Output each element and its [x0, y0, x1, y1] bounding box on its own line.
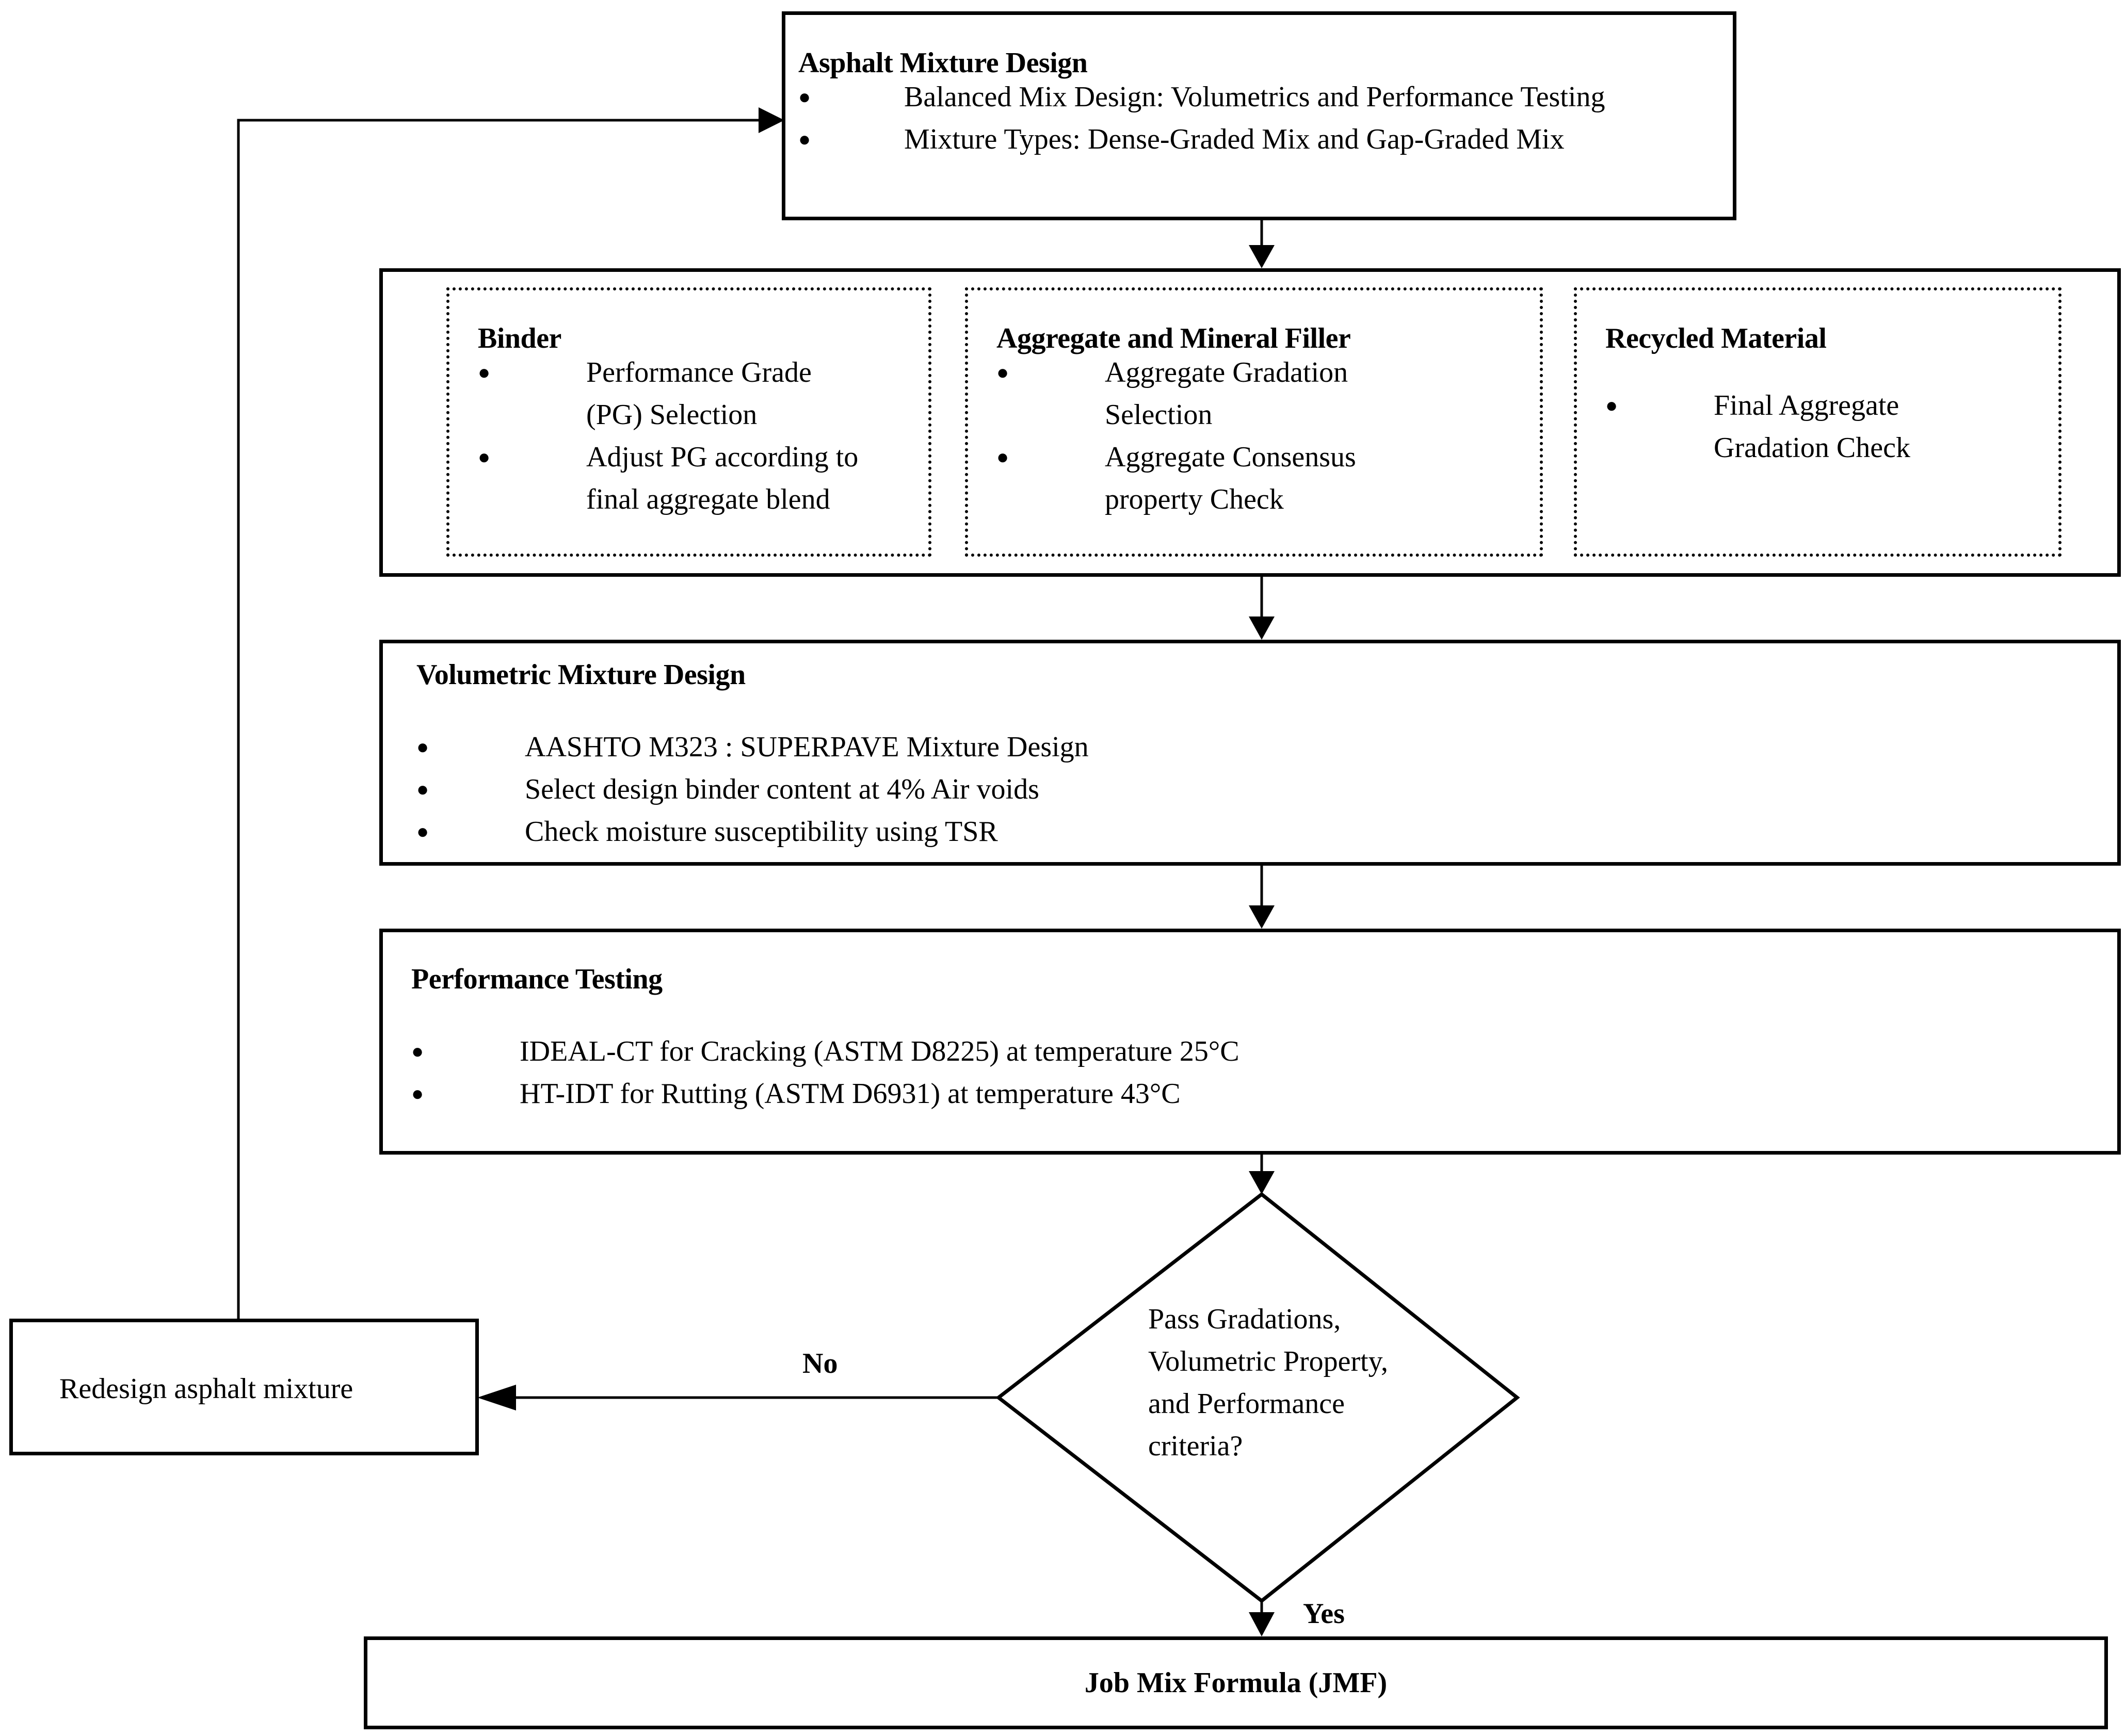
bullet-icon: ●: [996, 361, 1009, 384]
no-label: No: [802, 1348, 838, 1380]
recycled-item-1-line-1: Final Aggregate: [1714, 390, 1899, 421]
mix-design-box: Asphalt Mixture Design ● Balanced Mix De…: [782, 11, 1736, 220]
volumetric-item-2-text: Select design binder content at 4% Air v…: [525, 773, 1039, 805]
bullet-icon: ●: [798, 127, 811, 151]
volumetric-title: Volumetric Mixture Design: [416, 659, 746, 691]
decision-line-3: and Performance: [1148, 1388, 1345, 1420]
aggregate-item-1-line-2: Selection: [1105, 399, 1213, 431]
volumetric-item-3: ● Check moisture susceptibility using TS…: [416, 810, 2093, 853]
performance-box: Performance Testing ● IDEAL-CT for Crack…: [379, 929, 2121, 1155]
performance-item-1-text: IDEAL-CT for Cracking (ASTM D8225) at te…: [520, 1035, 1239, 1067]
volumetric-item-1: ● AASHTO M323 : SUPERPAVE Mixture Design: [416, 726, 2093, 768]
performance-item-2: ● HT-IDT for Rutting (ASTM D6931) at tem…: [411, 1073, 2088, 1115]
decision-line-1: Pass Gradations,: [1148, 1303, 1341, 1335]
performance-title: Performance Testing: [411, 963, 663, 995]
recycled-item-1: ● Final Aggregate Gradation Check: [1605, 384, 2054, 469]
binder-item-2: ● Adjust PG according to final aggregate…: [478, 436, 927, 521]
volumetric-box: Volumetric Mixture Design ● AASHTO M323 …: [379, 640, 2121, 866]
bullet-icon: ●: [996, 445, 1009, 468]
bullet-icon: ●: [416, 735, 429, 758]
decision-line-2: Volumetric Property,: [1148, 1345, 1389, 1377]
mix-design-title: Asphalt Mixture Design: [798, 47, 1088, 79]
aggregate-item-1: ● Aggregate Gradation Selection: [996, 351, 1538, 436]
jmf-label: Job Mix Formula (JMF): [1084, 1667, 1388, 1699]
redesign-label: Redesign asphalt mixture: [59, 1373, 353, 1405]
aggregate-title: Aggregate and Mineral Filler: [996, 322, 1351, 354]
aggregate-box: Aggregate and Mineral Filler ● Aggregate…: [965, 287, 1543, 557]
bullet-icon: ●: [411, 1040, 424, 1063]
decision-text: Pass Gradations, Volumetric Property, an…: [1148, 1298, 1416, 1467]
aggregate-item-2: ● Aggregate Consensus property Check: [996, 436, 1538, 521]
arrow-redesign-loop: [237, 119, 759, 1319]
binder-item-1: ● Performance Grade (PG) Selection: [478, 351, 927, 436]
performance-item-2-text: HT-IDT for Rutting (ASTM D6931) at tempe…: [520, 1078, 1181, 1110]
binder-title: Binder: [478, 322, 561, 354]
bullet-icon: ●: [478, 445, 491, 468]
aggregate-item-1-line-1: Aggregate Gradation: [1105, 356, 1348, 388]
volumetric-item-1-text: AASHTO M323 : SUPERPAVE Mixture Design: [525, 731, 1089, 763]
mix-design-item-1-text: Balanced Mix Design: Volumetrics and Per…: [904, 81, 1605, 113]
mix-design-item-2: ● Mixture Types: Dense-Graded Mix and Ga…: [798, 118, 1727, 160]
mix-design-item-1: ● Balanced Mix Design: Volumetrics and P…: [798, 76, 1727, 118]
performance-item-1: ● IDEAL-CT for Cracking (ASTM D8225) at …: [411, 1030, 2088, 1073]
decision-line-4: criteria?: [1148, 1430, 1243, 1462]
redesign-box: Redesign asphalt mixture: [9, 1319, 479, 1455]
volumetric-item-2: ● Select design binder content at 4% Air…: [416, 768, 2093, 810]
bullet-icon: ●: [798, 85, 811, 108]
bullet-icon: ●: [1605, 394, 1618, 417]
bullet-icon: ●: [478, 361, 491, 384]
binder-item-1-line-1: Performance Grade: [586, 356, 812, 388]
jmf-box: Job Mix Formula (JMF): [364, 1636, 2108, 1729]
binder-item-2-line-1: Adjust PG according to: [586, 441, 859, 473]
yes-label: Yes: [1303, 1598, 1345, 1630]
mix-design-item-2-text: Mixture Types: Dense-Graded Mix and Gap-…: [904, 123, 1565, 155]
binder-item-1-line-2: (PG) Selection: [586, 399, 758, 431]
jmf-label-wrap: Job Mix Formula (JMF): [367, 1640, 2104, 1726]
aggregate-item-2-line-1: Aggregate Consensus: [1105, 441, 1356, 473]
bullet-icon: ●: [416, 820, 429, 843]
recycled-item-1-line-2: Gradation Check: [1714, 432, 1910, 464]
bullet-icon: ●: [416, 777, 429, 801]
recycled-box: Recycled Material ● Final Aggregate Grad…: [1574, 287, 2061, 557]
aggregate-item-2-line-2: property Check: [1105, 483, 1284, 515]
recycled-title: Recycled Material: [1605, 322, 1827, 354]
binder-item-2-line-2: final aggregate blend: [586, 483, 830, 515]
binder-box: Binder ● Performance Grade (PG) Selectio…: [446, 287, 931, 557]
volumetric-item-3-text: Check moisture susceptibility using TSR: [525, 816, 998, 848]
bullet-icon: ●: [411, 1082, 424, 1105]
